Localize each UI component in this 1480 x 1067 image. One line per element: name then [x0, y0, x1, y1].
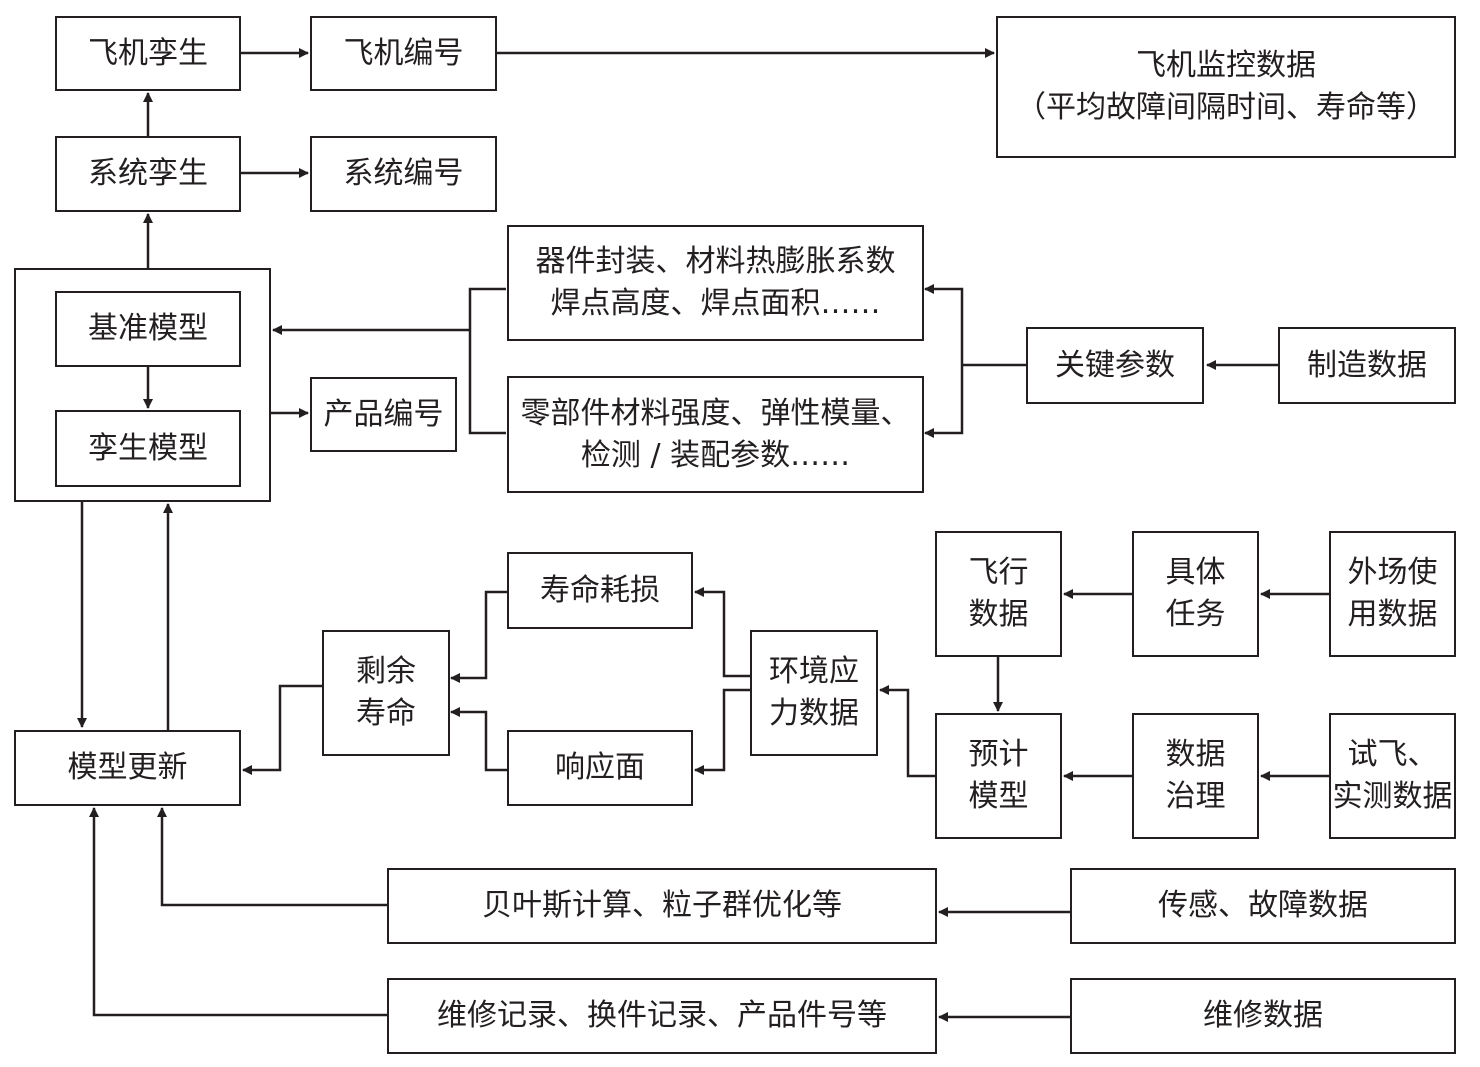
- node-flight-data: 飞行 数据: [935, 531, 1062, 657]
- arrow-prediction-to-env: [879, 685, 936, 778]
- connector-params-merge: [468, 287, 506, 435]
- arrow-env-to-response: [694, 688, 752, 775]
- arrow-bayesian-to-update: [157, 807, 388, 907]
- node-key-params: 关键参数: [1026, 327, 1204, 404]
- arrow-key-to-device-params: [924, 284, 964, 365]
- node-life-consumption: 寿命耗损: [507, 552, 693, 629]
- arrow-remaining-to-update: [242, 684, 322, 775]
- node-response-surface: 响应面: [507, 730, 693, 806]
- node-field-usage-data: 外场使 用数据: [1329, 531, 1456, 657]
- node-test-flight-data: 试飞、 实测数据: [1329, 713, 1456, 839]
- arrow-life-to-remaining: [450, 590, 510, 683]
- node-system-twin: 系统孪生: [55, 136, 241, 212]
- node-env-stress-data: 环境应 力数据: [750, 630, 878, 756]
- arrow-key-to-part-params: [924, 365, 964, 438]
- node-aircraft-monitor-data: 飞机监控数据 （平均故障间隔时间、寿命等）: [996, 16, 1456, 158]
- arrow-maintenance-records-to-update: [89, 807, 388, 1017]
- node-twin-model: 孪生模型: [55, 410, 241, 487]
- node-manufacturing-data: 制造数据: [1278, 327, 1456, 404]
- node-remaining-life: 剩余 寿命: [322, 630, 450, 756]
- node-aircraft-twin: 飞机孪生: [55, 16, 241, 91]
- node-aircraft-id: 飞机编号: [310, 16, 497, 91]
- node-prediction-model: 预计 模型: [935, 713, 1062, 839]
- node-specific-task: 具体 任务: [1132, 531, 1259, 657]
- model-group: [14, 268, 271, 502]
- node-part-params: 零部件材料强度、弹性模量、 检测 / 装配参数……: [507, 376, 924, 493]
- node-product-id: 产品编号: [310, 377, 457, 452]
- arrow-response-to-remaining: [450, 707, 510, 772]
- node-system-id: 系统编号: [310, 136, 497, 212]
- node-baseline-model: 基准模型: [55, 291, 241, 367]
- arrow-env-to-life: [694, 587, 752, 678]
- node-sensor-fault-data: 传感、故障数据: [1070, 868, 1456, 944]
- node-model-update: 模型更新: [14, 730, 241, 806]
- node-maintenance-data: 维修数据: [1070, 978, 1456, 1054]
- node-maintenance-records: 维修记录、换件记录、产品件号等: [387, 978, 937, 1054]
- node-data-governance: 数据 治理: [1132, 713, 1259, 839]
- node-bayesian-calc: 贝叶斯计算、粒子群优化等: [387, 868, 937, 944]
- node-device-params: 器件封装、材料热膨胀系数 焊点高度、焊点面积……: [507, 225, 924, 341]
